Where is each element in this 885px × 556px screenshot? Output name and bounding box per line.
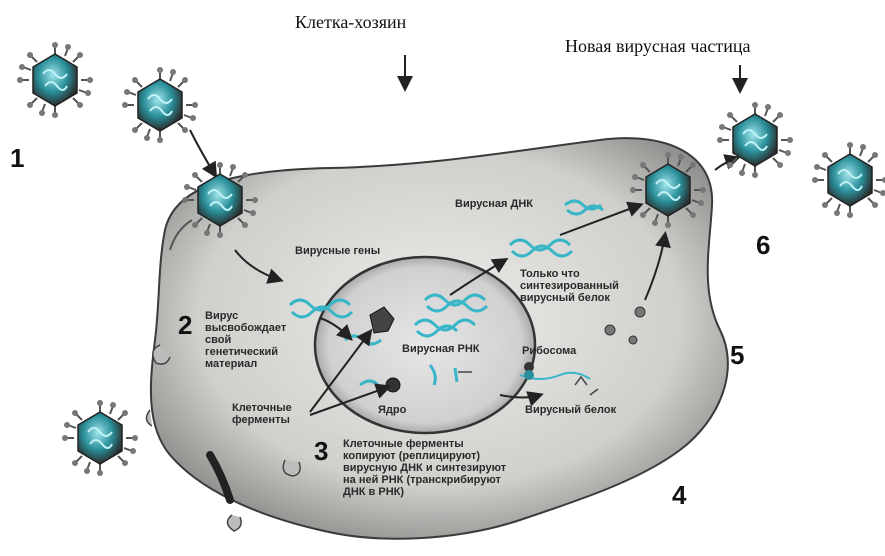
step-5: 5 (730, 340, 744, 371)
enzymes-copy-label: Клеточные ферменты копируют (реплицируют… (343, 438, 506, 498)
step-4: 4 (672, 480, 686, 511)
viral-rna-label: Вирусная РНК (402, 343, 479, 355)
virus-particle (812, 142, 885, 218)
step-3: 3 (314, 436, 328, 467)
virus-particle (17, 42, 93, 118)
virus-particle (717, 102, 793, 178)
new-particle-label: Новая вирусная частица (565, 36, 750, 57)
ribosome-label: Рибосома (522, 345, 576, 357)
new-protein-label: Только что синтезированный вирусный бело… (520, 268, 619, 304)
step-2: 2 (178, 310, 192, 341)
virus-particle (630, 152, 706, 228)
viral-dna-label: Вирусная ДНК (455, 198, 533, 210)
step-6: 6 (756, 230, 770, 261)
host-cell-label: Клетка-хозяин (295, 12, 406, 33)
step-1: 1 (10, 143, 24, 174)
virus-particle (62, 400, 138, 476)
cell-enzymes-label: Клеточные ферменты (232, 402, 292, 426)
virus-particle (182, 162, 258, 238)
virus-releases-label: Вирус высвобождает свой генетический мат… (205, 310, 286, 370)
virus-particle (122, 67, 198, 143)
viral-protein-label: Вирусный белок (525, 404, 616, 416)
viral-genes-label: Вирусные гены (295, 245, 380, 257)
nucleus-label: Ядро (378, 404, 406, 416)
